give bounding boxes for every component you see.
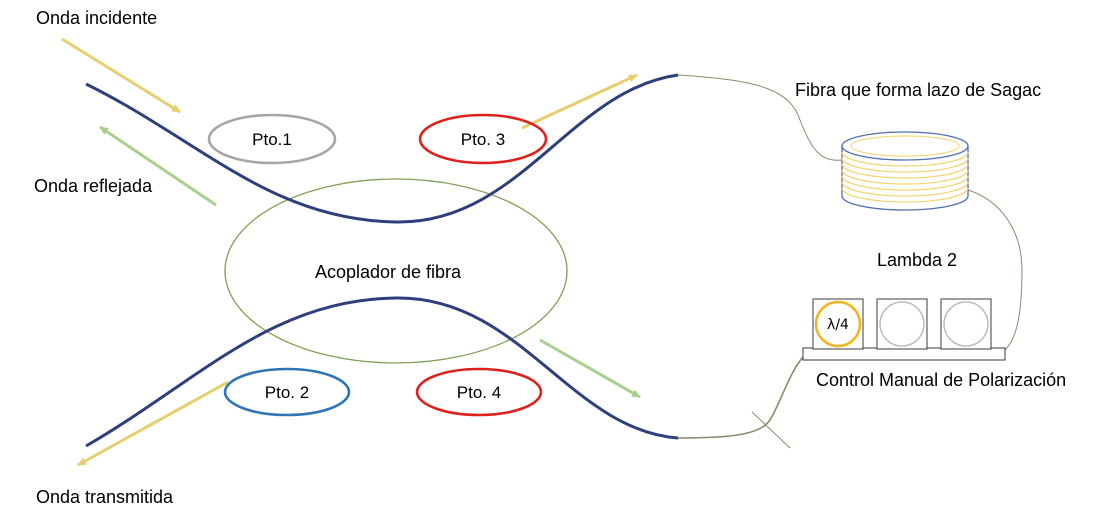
- loop-fiber-coil-to-pc: [967, 189, 1023, 351]
- transmitted-wave-label: Onda transmitida: [36, 487, 174, 507]
- loop-fiber-to-coil: [677, 74, 843, 161]
- lambda2-label: Lambda 2: [877, 250, 957, 270]
- waveplate-3-ring: [943, 301, 989, 347]
- lower-fiber: [85, 296, 679, 448]
- port3-output-arrow: [521, 73, 638, 130]
- waveplate-2-ring: [879, 301, 925, 347]
- fiber-coil: [841, 131, 969, 211]
- port3-ellipse: [418, 113, 548, 165]
- incident-wave-arrow: [61, 37, 181, 114]
- incident-wave-label: Onda incidente: [36, 8, 157, 28]
- waveplate-1-label: λ/4: [827, 317, 849, 333]
- port4-ellipse: [415, 367, 543, 417]
- polarization-controller: λ/4: [802, 298, 1006, 361]
- port2-label: Pto. 2: [265, 383, 309, 402]
- loop-fiber-to-pc-lower: [677, 354, 806, 439]
- port4-label: Pto. 4: [457, 383, 501, 402]
- reflected-wave-arrow: [99, 125, 217, 207]
- quarter-wave-ring: [814, 300, 862, 348]
- waveplate-2-frame: [876, 298, 928, 350]
- port1-label: Pto.1: [252, 130, 292, 149]
- waveplate-1-frame: [812, 298, 864, 350]
- coil-top: [841, 131, 969, 161]
- port3-label: Pto. 3: [461, 130, 505, 149]
- reflected-wave-label: Onda reflejada: [34, 176, 153, 196]
- port4-output-arrow: [539, 338, 641, 399]
- port1-ellipse: [207, 113, 337, 165]
- coupler-ellipse: [224, 178, 568, 364]
- controller-base: [802, 347, 1006, 361]
- sagnac-fiber-label: Fibra que forma lazo de Sagac: [795, 80, 1041, 100]
- port2-ellipse: [223, 367, 351, 417]
- polarization-control-label: Control Manual de Polarización: [816, 370, 1066, 390]
- coupler-label: Acoplador de fibra: [315, 262, 462, 282]
- upper-fiber: [85, 73, 679, 224]
- waveplate-3-frame: [940, 298, 992, 350]
- coil-windings: [841, 151, 969, 203]
- transmitted-wave-arrow: [77, 380, 229, 467]
- crossing-mark: [751, 411, 791, 449]
